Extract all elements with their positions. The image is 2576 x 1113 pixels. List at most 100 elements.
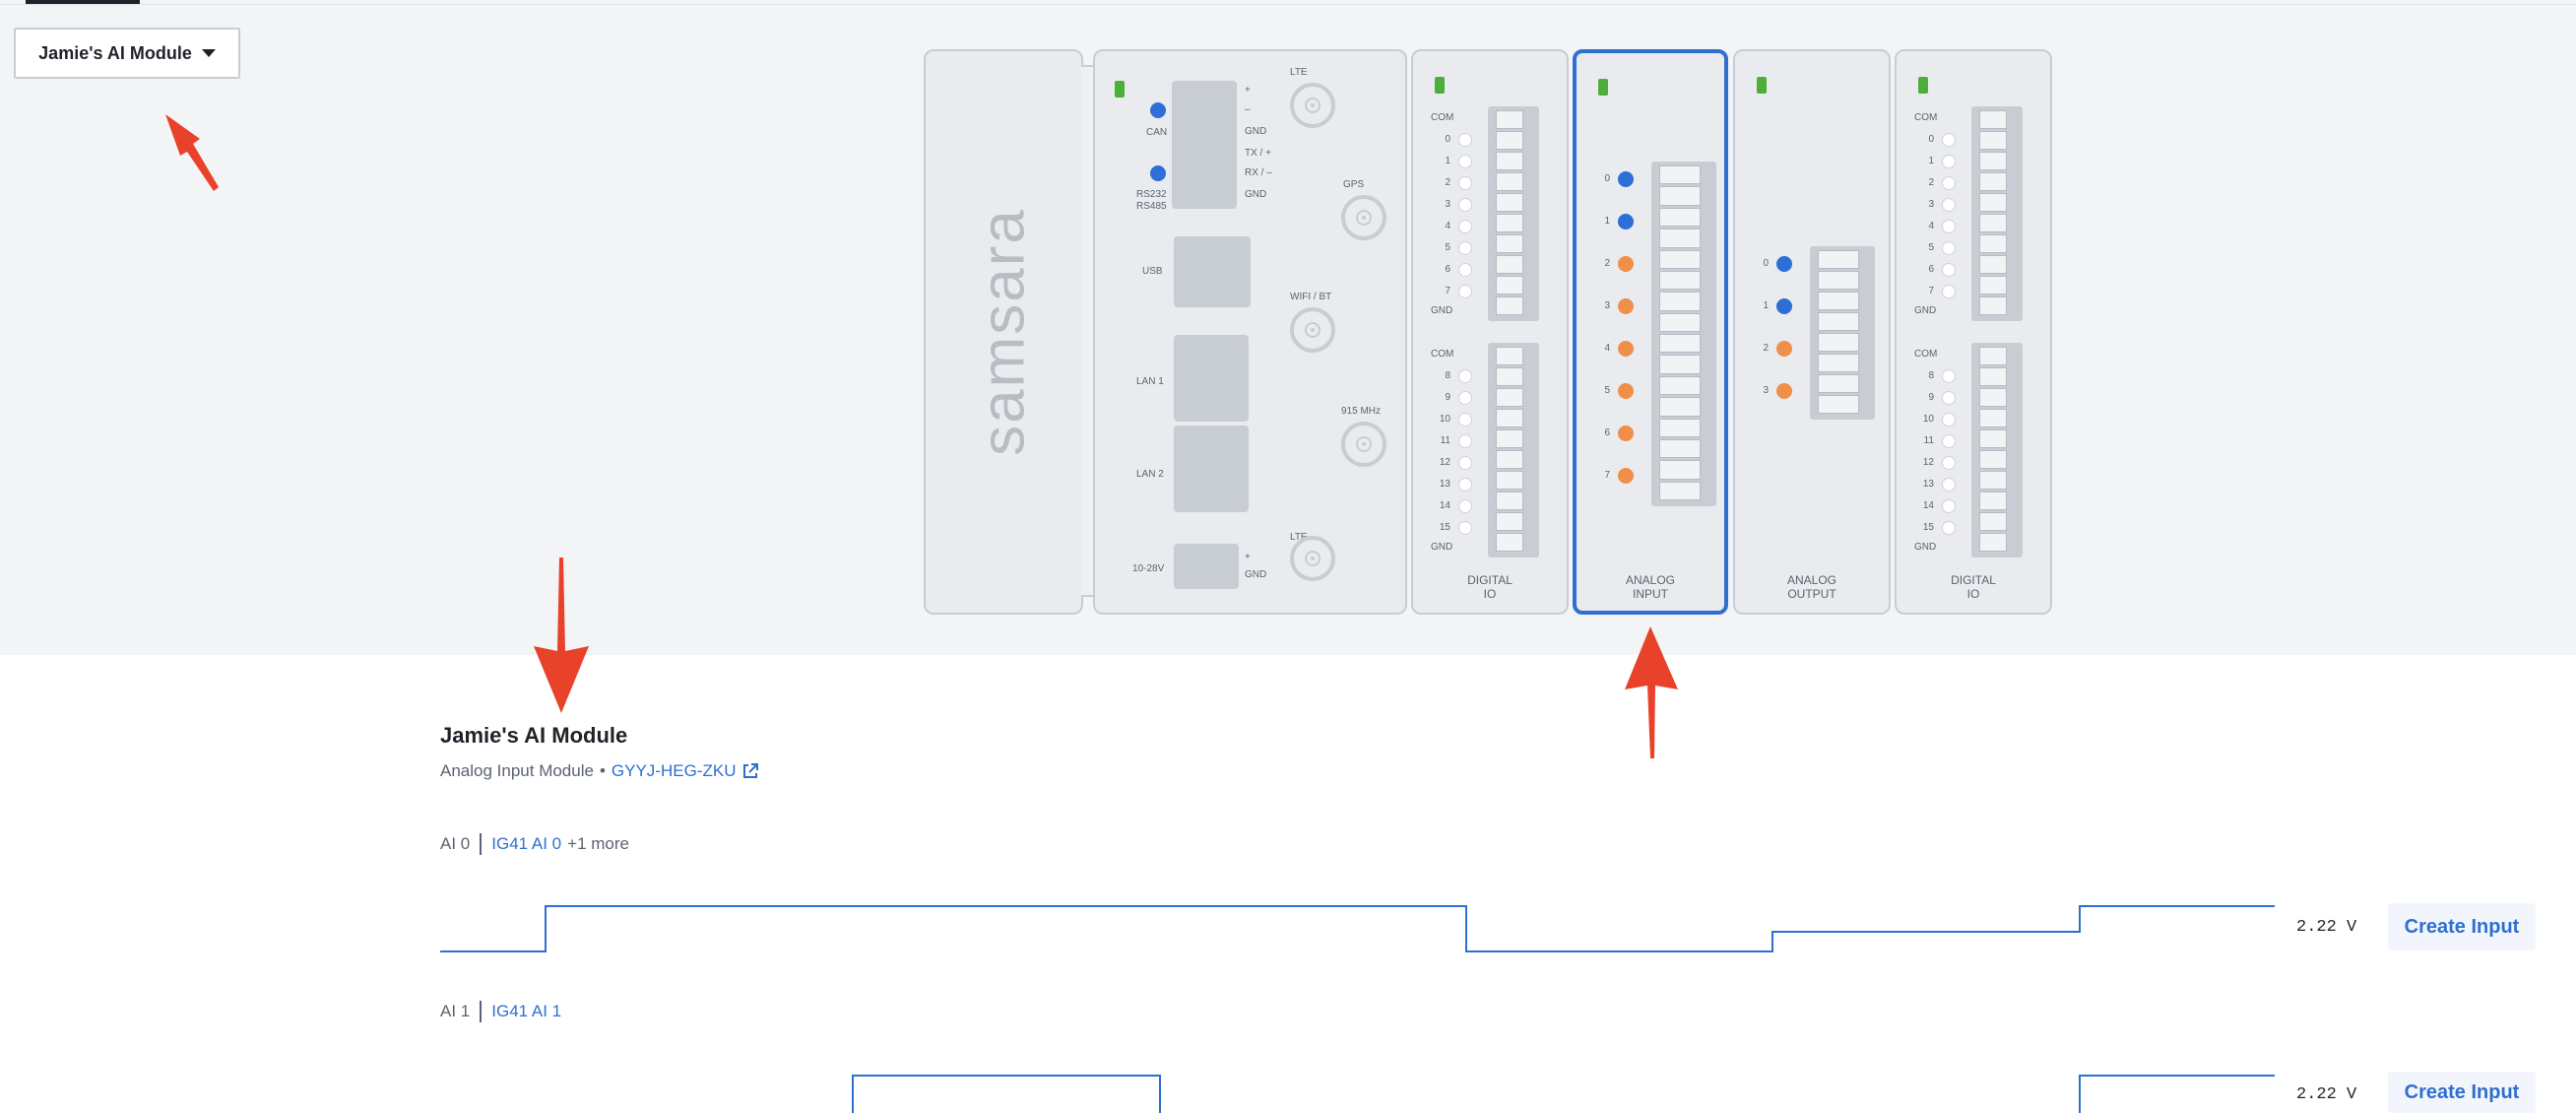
pin-indicator (1942, 413, 1956, 426)
pin-indicator (1458, 220, 1472, 233)
serial-link[interactable]: GYYJ-HEG-ZKU (611, 761, 737, 780)
pin-label: 6 (1604, 427, 1610, 438)
terminal-cell (1496, 214, 1523, 232)
gps-antenna-icon (1341, 195, 1386, 240)
terminal-cell (1659, 249, 1701, 269)
wifi-label: WIFI / BT (1290, 292, 1332, 302)
gnd-label: GND (1431, 542, 1453, 553)
external-link-icon[interactable] (741, 762, 759, 780)
pin-label: 3 (1763, 385, 1769, 396)
terminal-cell (1979, 347, 2007, 365)
channel-link[interactable]: IG41 AI 1 (491, 1002, 562, 1020)
pin-label: 0 (1445, 134, 1450, 145)
module-label: DIGITAL IO (1951, 573, 1996, 601)
pin-indicator (1458, 176, 1472, 190)
pin-indicator (1942, 478, 1956, 491)
pin-label: 3 (1928, 199, 1934, 210)
tx-label: TX / + (1245, 148, 1271, 159)
terminal-cell (1818, 292, 1859, 310)
terminal-cell (1979, 193, 2007, 212)
serial-terminal (1172, 81, 1237, 209)
pin-indicator (1942, 456, 1956, 470)
pin-indicator (1942, 285, 1956, 298)
terminal-cell (1659, 334, 1701, 354)
pin-status-blue[interactable] (1618, 171, 1634, 187)
pin-indicator (1942, 369, 1956, 383)
terminal-cell (1496, 110, 1523, 129)
pin-label: 4 (1928, 221, 1934, 231)
pin-status-orange[interactable] (1776, 383, 1792, 399)
pin-label: 4 (1445, 221, 1450, 231)
terminal-cell (1496, 234, 1523, 253)
can-label: CAN (1146, 127, 1168, 138)
pin-indicator (1942, 263, 1956, 277)
pin-status-blue[interactable] (1776, 256, 1792, 272)
gnd-label-2: GND (1245, 189, 1267, 200)
status-led (1598, 79, 1608, 96)
pin-label: 7 (1445, 286, 1450, 296)
pin-indicator (1942, 241, 1956, 255)
pin-label: 11 (1923, 435, 1934, 446)
more-count[interactable]: +1 more (567, 834, 629, 853)
status-led (1115, 81, 1125, 98)
pin-indicator (1942, 434, 1956, 448)
rs-label: RS232 RS485 (1136, 189, 1167, 212)
pin-indicator (1458, 241, 1472, 255)
pin-label: 14 (1439, 500, 1450, 511)
pin-label: 12 (1439, 457, 1450, 468)
pin-label: 7 (1928, 286, 1934, 296)
terminal-cell (1818, 271, 1859, 290)
terminal-cell (1979, 471, 2007, 490)
pin-label: 2 (1763, 343, 1769, 354)
rs-indicator (1150, 165, 1166, 181)
rx-label: RX / – (1245, 167, 1272, 178)
terminal-cell (1818, 395, 1859, 414)
pin-label: 0 (1928, 134, 1934, 145)
pin-indicator (1458, 285, 1472, 298)
pin-status-orange[interactable] (1618, 298, 1634, 314)
pin-label: 6 (1928, 264, 1934, 275)
terminal-cell (1496, 276, 1523, 295)
mhz-label: 915 MHz (1341, 406, 1382, 417)
create-input-button[interactable]: Create Input (2388, 903, 2536, 950)
module-label: ANALOG INPUT (1625, 573, 1675, 601)
pin-label: 14 (1922, 500, 1934, 511)
pin-indicator (1942, 391, 1956, 405)
terminal-cell (1979, 131, 2007, 150)
separator-dot: • (599, 761, 606, 780)
pin-indicator (1458, 133, 1472, 147)
pin-label: 6 (1445, 264, 1450, 275)
pin-indicator (1458, 521, 1472, 535)
pin-status-orange[interactable] (1618, 341, 1634, 357)
pin-label: 7 (1604, 470, 1610, 481)
pin-status-blue[interactable] (1776, 298, 1792, 314)
usb-port (1174, 236, 1251, 307)
terminal-cell (1979, 255, 2007, 274)
terminal-cell (1818, 374, 1859, 393)
terminal-cell (1659, 397, 1701, 417)
pin-status-orange[interactable] (1618, 383, 1634, 399)
pin-status-orange[interactable] (1618, 256, 1634, 272)
lan1-label: LAN 1 (1136, 376, 1164, 387)
terminal-cell (1496, 471, 1523, 490)
pin-indicator (1458, 198, 1472, 212)
create-input-button[interactable]: Create Input (2388, 1072, 2536, 1113)
channel-link[interactable]: IG41 AI 0 (491, 834, 562, 853)
module-selector[interactable]: Jamie's AI Module (14, 28, 240, 79)
pin-status-orange[interactable] (1776, 341, 1792, 357)
com-label: COM (1431, 112, 1454, 123)
module-title: Jamie's AI Module (440, 723, 628, 748)
module-label: ANALOG OUTPUT (1786, 573, 1836, 601)
com-label: COM (1914, 112, 1938, 123)
terminal-cell (1979, 450, 2007, 469)
pin-label: 3 (1445, 199, 1450, 210)
pin-status-blue[interactable] (1618, 214, 1634, 229)
pin-status-orange[interactable] (1618, 426, 1634, 441)
pin-label: 5 (1928, 242, 1934, 253)
terminal-cell (1496, 296, 1523, 315)
pin-status-orange[interactable] (1618, 468, 1634, 484)
